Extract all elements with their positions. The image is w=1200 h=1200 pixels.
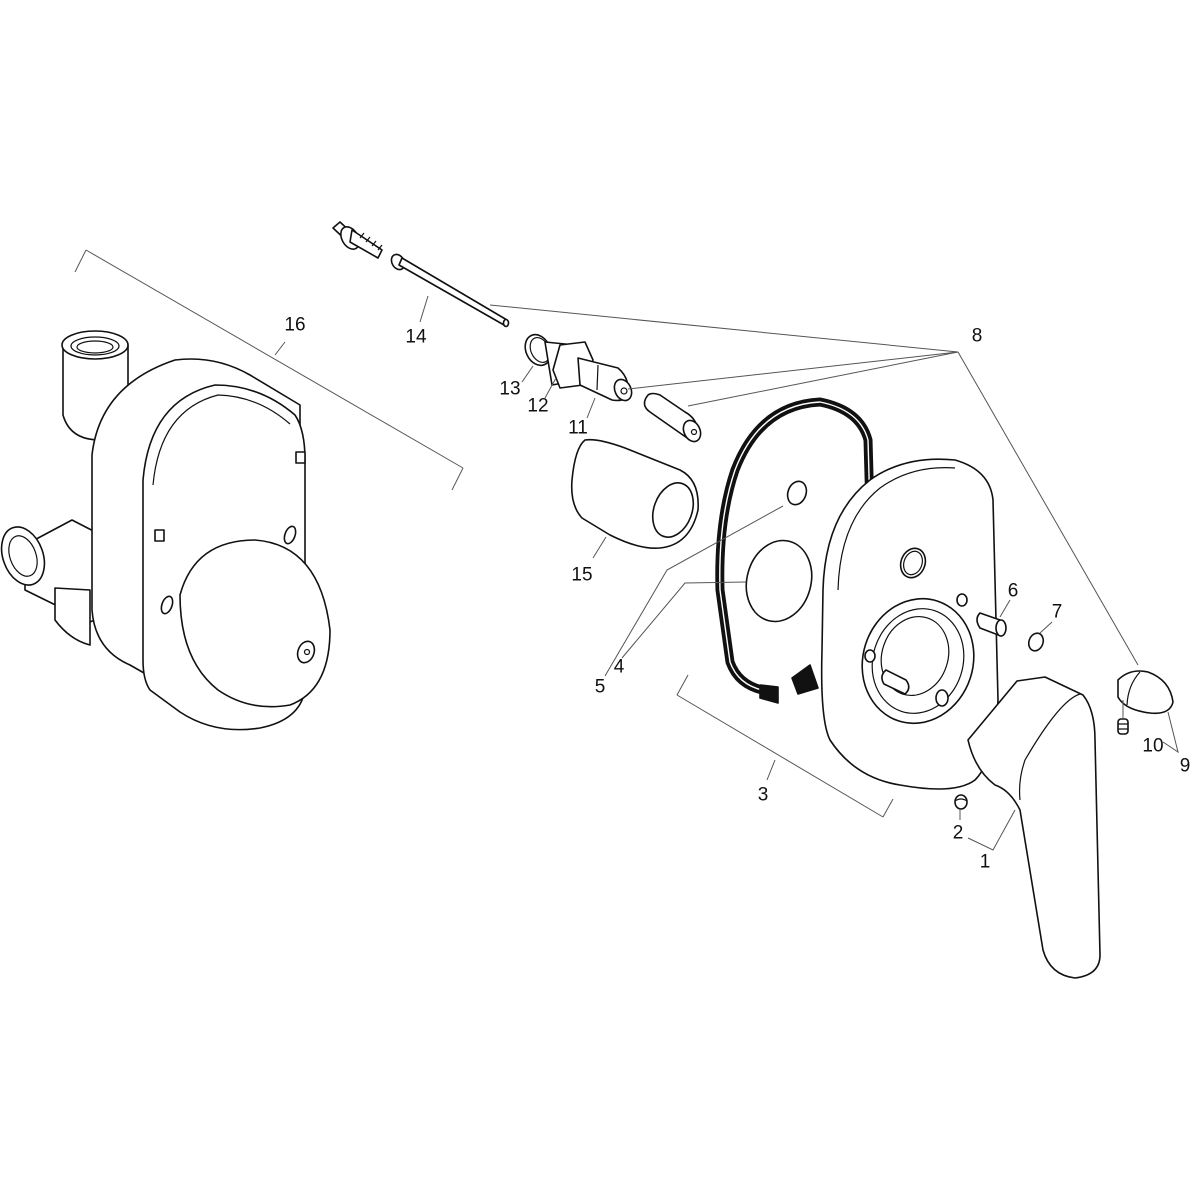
callout-label-2: 2 — [952, 822, 964, 844]
large-o-ring-part — [745, 539, 813, 623]
pin-part — [976, 612, 1007, 637]
callout-label-13: 13 — [499, 378, 521, 400]
bracket-16 — [74, 249, 464, 491]
callout-label-10: 10 — [1142, 735, 1164, 757]
leaders-5-4 — [604, 505, 784, 677]
callout-label-8: 8 — [971, 325, 983, 347]
callout-label-4: 4 — [613, 656, 625, 678]
small-o-ring-part — [786, 480, 808, 506]
bracket-3 — [676, 674, 894, 818]
callout-label-7: 7 — [1051, 601, 1063, 623]
callout-label-1: 1 — [979, 851, 991, 873]
rod-part — [332, 221, 510, 328]
callout-label-12: 12 — [527, 395, 549, 417]
callout-label-11: 11 — [568, 417, 588, 439]
callout-label-5: 5 — [594, 676, 606, 698]
cartridge-part — [524, 333, 633, 402]
leaders-13-12-11 — [521, 365, 596, 419]
trim-plate-part — [820, 458, 999, 790]
callout-label-14: 14 — [405, 326, 427, 348]
grub-screw-part — [1117, 718, 1129, 735]
set-screw-cap-part — [954, 794, 968, 810]
gasket-part — [715, 397, 875, 704]
callout-label-16: 16 — [284, 314, 306, 336]
callout-label-15: 15 — [571, 564, 593, 586]
callout-label-9: 9 — [1179, 755, 1191, 777]
callout-label-6: 6 — [1007, 580, 1019, 602]
clip-part — [1027, 632, 1045, 652]
extension-tube-part — [643, 392, 702, 443]
lever-handle-part — [967, 676, 1101, 979]
callout-label-3: 3 — [757, 784, 769, 806]
sleeve-part — [570, 438, 699, 550]
rough-in-body-part — [0, 330, 331, 731]
escutcheon-cap-part — [1117, 670, 1174, 715]
leaders-8 — [489, 304, 1139, 666]
